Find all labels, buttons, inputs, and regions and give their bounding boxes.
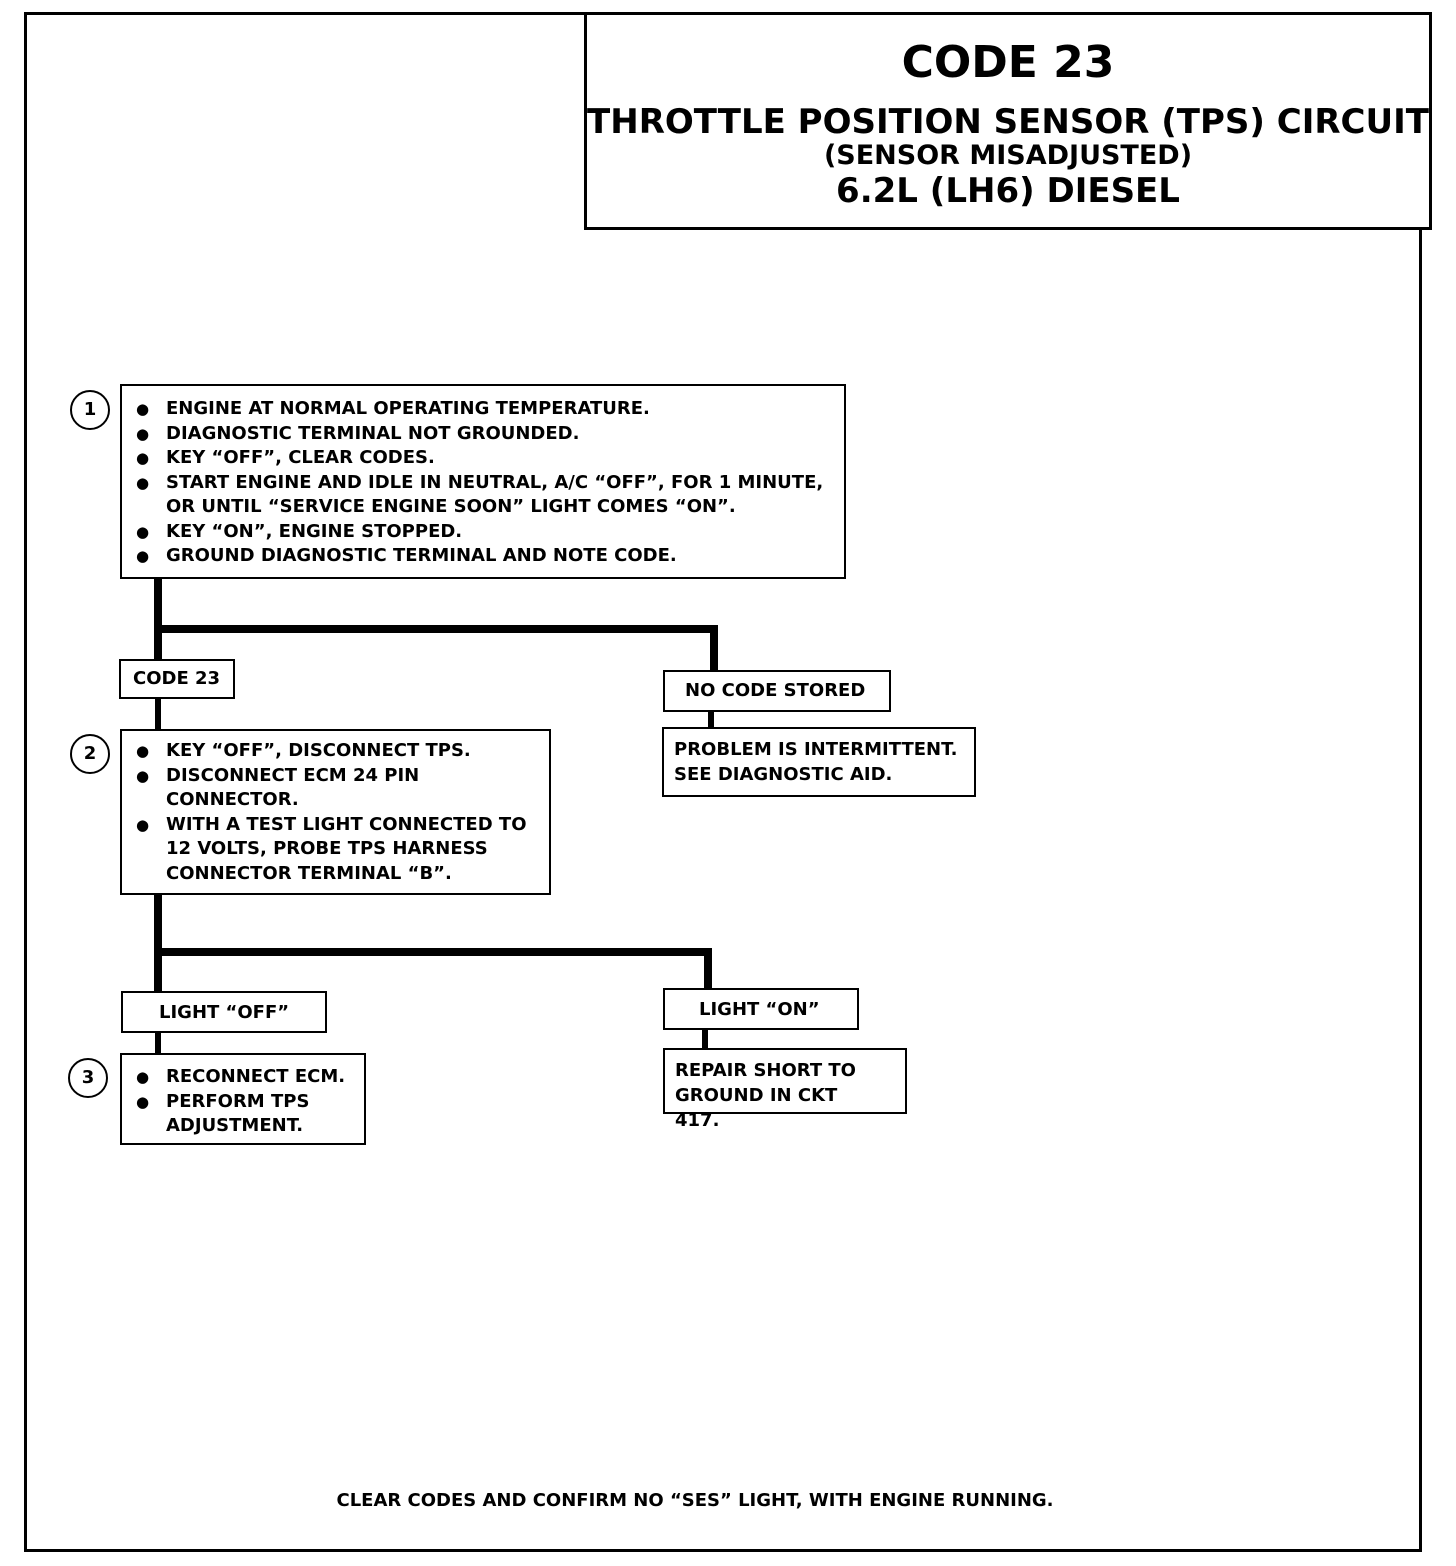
list-item: KEY “OFF”, CLEAR CODES. [122, 446, 844, 471]
connector-line [704, 948, 712, 990]
list-item: DIAGNOSTIC TERMINAL NOT GROUNDED. [122, 422, 844, 447]
branch-light-on: LIGHT “ON” [663, 988, 859, 1030]
connector-line [154, 625, 718, 633]
step-2-marker: 2 [70, 734, 110, 774]
connector-line [154, 893, 162, 991]
connector-line [702, 1028, 708, 1050]
step-3-marker: 3 [68, 1058, 108, 1098]
step-3-list: RECONNECT ECM. PERFORM TPS ADJUSTMENT. [122, 1065, 364, 1139]
list-item: KEY “OFF”, DISCONNECT TPS. [122, 739, 549, 764]
footer-note: CLEAR CODES AND CONFIRM NO “SES” LIGHT, … [336, 1490, 1054, 1511]
connector-line [155, 1032, 161, 1054]
branch-light-off: LIGHT “OFF” [121, 991, 327, 1033]
connector-line [708, 710, 714, 728]
list-item: ENGINE AT NORMAL OPERATING TEMPERATURE. [122, 397, 844, 422]
connector-line [710, 625, 718, 670]
connector-line [155, 698, 161, 730]
title-block: CODE 23 THROTTLE POSITION SENSOR (TPS) C… [584, 12, 1432, 230]
list-item: WITH A TEST LIGHT CONNECTED TO 12 VOLTS,… [122, 813, 549, 887]
step-3-box: RECONNECT ECM. PERFORM TPS ADJUSTMENT. [120, 1053, 366, 1145]
connector-line [154, 948, 712, 956]
list-item: START ENGINE AND IDLE IN NEUTRAL, A/C “O… [122, 471, 844, 520]
no-code-result: PROBLEM IS INTERMITTENT. SEE DIAGNOSTIC … [662, 727, 976, 797]
circuit-subtitle: (SENSOR MISADJUSTED) [823, 140, 1193, 171]
engine-title: 6.2L (LH6) DIESEL [836, 171, 1180, 211]
step-1-list: ENGINE AT NORMAL OPERATING TEMPERATURE. … [122, 397, 844, 569]
connector-line [154, 578, 162, 662]
step-1-marker: 1 [70, 390, 110, 430]
list-item: PERFORM TPS ADJUSTMENT. [122, 1090, 364, 1139]
circuit-title: THROTTLE POSITION SENSOR (TPS) CIRCUIT [587, 102, 1429, 142]
list-item: GROUND DIAGNOSTIC TERMINAL AND NOTE CODE… [122, 544, 844, 569]
branch-no-code-stored: NO CODE STORED [663, 670, 891, 712]
list-item: DISCONNECT ECM 24 PIN CONNECTOR. [122, 764, 549, 813]
list-item: RECONNECT ECM. [122, 1065, 364, 1090]
light-on-result: REPAIR SHORT TO GROUND IN CKT 417. [663, 1048, 907, 1131]
code-title: CODE 23 [901, 37, 1115, 88]
step-2-list: KEY “OFF”, DISCONNECT TPS. DISCONNECT EC… [122, 739, 549, 886]
step-1-box: ENGINE AT NORMAL OPERATING TEMPERATURE. … [120, 384, 846, 579]
branch-code-23: CODE 23 [119, 659, 235, 699]
list-item: KEY “ON”, ENGINE STOPPED. [122, 520, 844, 545]
step-2-box: KEY “OFF”, DISCONNECT TPS. DISCONNECT EC… [120, 729, 551, 895]
